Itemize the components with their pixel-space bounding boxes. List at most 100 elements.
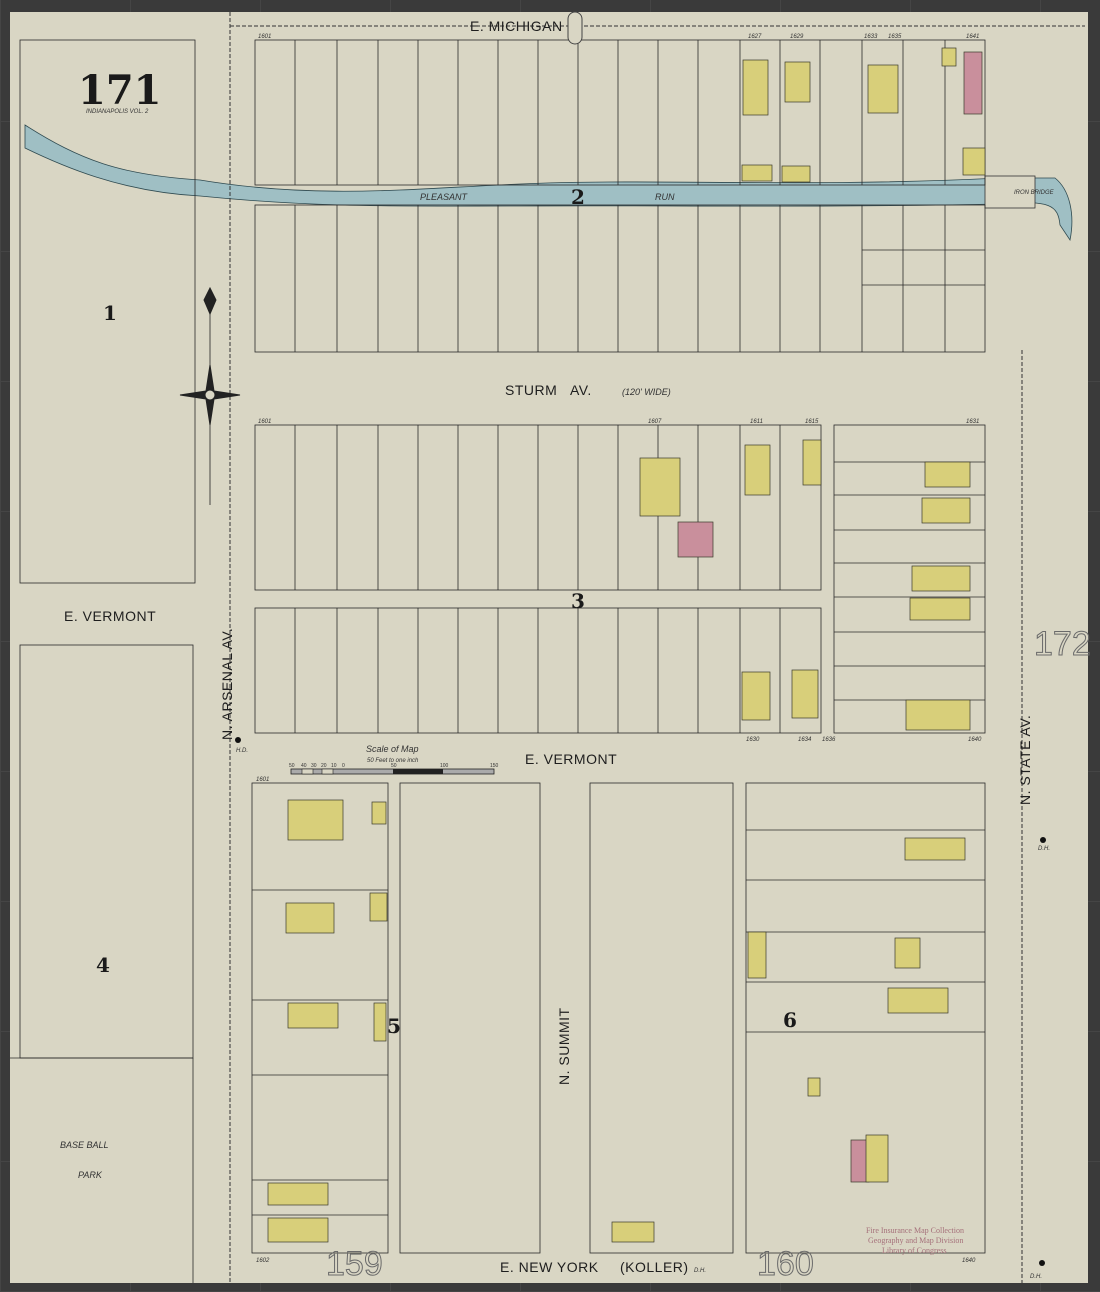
house-number: 1627 (748, 34, 762, 40)
scale-bar (290, 768, 495, 775)
dwelling (924, 461, 971, 488)
street-n-state: N. STATE AV. (1017, 715, 1033, 805)
adjacent-sheet-172: 172 (1034, 625, 1091, 663)
dwelling (267, 1217, 329, 1243)
park-label-2: PARK (78, 1170, 103, 1180)
adjacent-sheet-159: 159 (326, 1245, 383, 1283)
house-number: 1641 (966, 34, 979, 40)
scale-tick: 50 (391, 763, 397, 769)
outbuilding (941, 47, 957, 67)
brick-building (677, 521, 714, 558)
river-label-2: RUN (655, 192, 675, 202)
house-number: 1611 (750, 419, 763, 425)
street-n-summit: N. SUMMIT (556, 1007, 572, 1085)
house-number: 1615 (805, 419, 819, 425)
street-sturm: STURM (505, 382, 557, 398)
house-number: 1630 (746, 737, 760, 743)
scale-title: Scale of Map (366, 744, 419, 754)
sheet-subtitle: INDIANAPOLIS VOL. 2 (86, 109, 149, 115)
scale-tick: 10 (331, 763, 337, 769)
house-number: 1633 (864, 34, 878, 40)
shed (781, 165, 811, 183)
park-label-1: BASE BALL (60, 1140, 109, 1150)
house-number: 1631 (966, 419, 979, 425)
scale-subtitle: 50 Feet to one inch (367, 758, 419, 764)
house-number: 1640 (962, 1258, 976, 1264)
dwelling (267, 1182, 329, 1206)
house-number: 1602 (256, 1258, 270, 1264)
street-n-arsenal: N. ARSENAL AV. (219, 628, 235, 740)
house-number: 1607 (648, 419, 662, 425)
shed (962, 147, 986, 176)
shed (369, 892, 388, 922)
dwelling (905, 699, 971, 731)
house-number: 1601 (258, 419, 271, 425)
outbuilding (747, 931, 767, 979)
watermark-line: Library of Congress (882, 1246, 946, 1255)
house-number: 1634 (798, 737, 812, 743)
house-number: 1629 (790, 34, 804, 40)
block-number-6: 6 (783, 1008, 797, 1032)
watermark-line: Fire Insurance Map Collection (866, 1226, 964, 1235)
dwelling (887, 987, 949, 1014)
paper (10, 12, 1088, 1283)
street-e-michigan: E. MICHIGAN (470, 18, 563, 34)
dwelling (909, 597, 971, 621)
house-number: 1640 (968, 737, 982, 743)
compass-rose-icon (179, 286, 241, 505)
scale-tick: 150 (490, 763, 499, 769)
outbuilding (373, 1002, 387, 1042)
dwelling (867, 64, 899, 114)
outbuilding (371, 801, 387, 825)
dwelling (611, 1221, 655, 1243)
iron-bridge-label: IRON BRIDGE (1014, 190, 1055, 196)
scale-tick: 40 (301, 763, 307, 769)
dwelling (285, 902, 335, 934)
dwelling (865, 1134, 889, 1183)
hydrant-icon (235, 737, 241, 743)
scale-tick: 50 (289, 763, 295, 769)
house-number: 1635 (888, 34, 902, 40)
block-number-3: 3 (571, 589, 585, 613)
dwelling (894, 937, 921, 969)
house-number: 1601 (258, 34, 271, 40)
dwelling (287, 1002, 339, 1029)
dwelling (744, 444, 771, 496)
dwelling (742, 59, 769, 116)
street-e-new-york: E. NEW YORK (500, 1259, 599, 1275)
block-number-5: 5 (387, 1014, 401, 1038)
house-number: 1636 (822, 737, 836, 743)
scale-tick: 30 (311, 763, 317, 769)
scale-tick: 0 (342, 763, 345, 769)
street-e-vermont-left: E. VERMONT (64, 608, 156, 624)
pleasant-run-river (24, 124, 1073, 242)
shed (741, 164, 773, 182)
brick-building (963, 51, 983, 115)
block-number-4: 4 (96, 953, 110, 977)
street-sturm-width: (120' WIDE) (622, 387, 671, 397)
buildings (267, 47, 986, 1243)
street-number-marker (567, 11, 583, 45)
river-label-1: PLEASANT (420, 192, 469, 202)
dwelling (741, 671, 771, 721)
outbuilding (807, 1077, 821, 1097)
street-koller: (KOLLER) (620, 1259, 689, 1275)
dwelling (791, 669, 819, 719)
dwelling (287, 799, 344, 841)
hydrant-label: H.D. (236, 748, 248, 754)
hydrant-label: D.H. (1038, 846, 1050, 852)
lot-lines (10, 39, 986, 1283)
hydrant-icon (1040, 837, 1046, 843)
hydrant-label: D.H. (1030, 1274, 1042, 1280)
street-e-vermont: E. VERMONT (525, 751, 617, 767)
dwelling (904, 837, 966, 861)
sheet-number: 171 (78, 67, 162, 114)
street-lines (229, 12, 1085, 1283)
dwelling (921, 497, 971, 524)
dwelling (784, 61, 811, 103)
iron-bridge (984, 175, 1036, 209)
street-sturm-av: AV. (570, 382, 592, 398)
adjacent-sheet-160: 160 (757, 1245, 814, 1283)
